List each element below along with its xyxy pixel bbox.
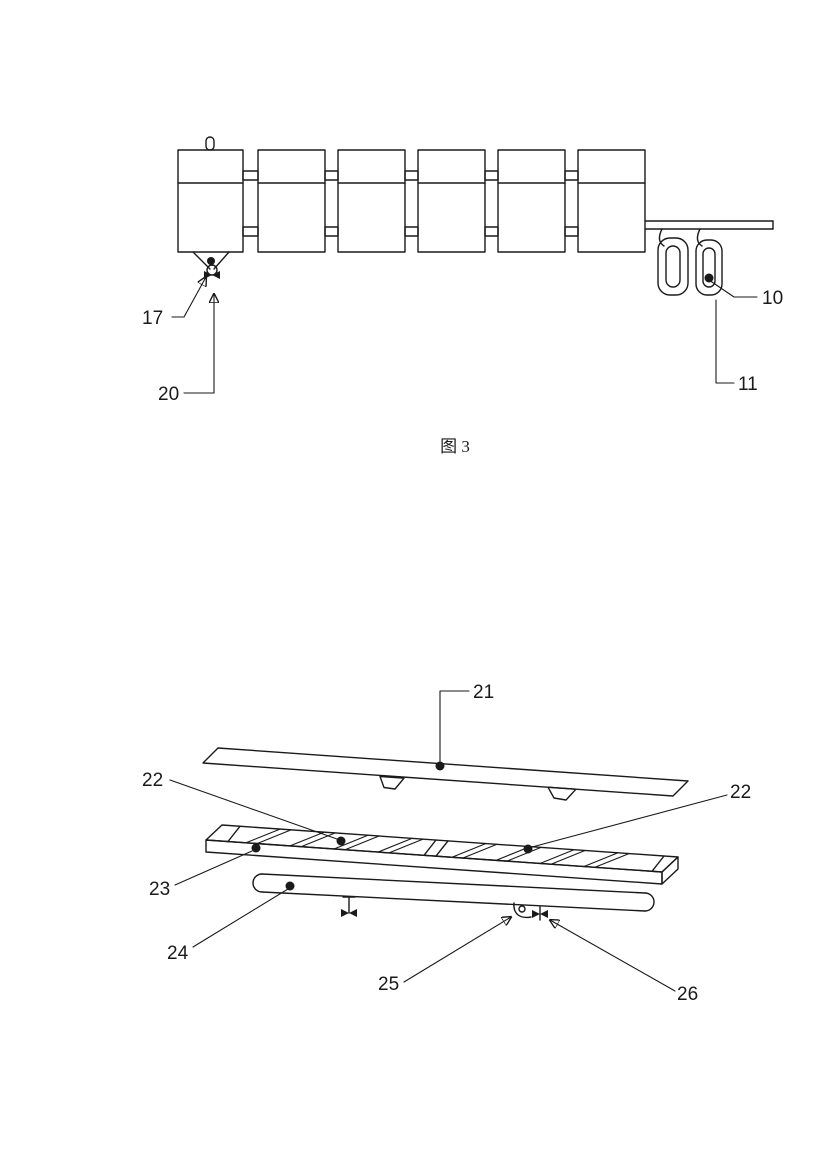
figure3-label-20: 20 (158, 384, 179, 405)
figure4-label-22-left: 22 (142, 770, 163, 791)
figure4-label-25: 25 (378, 974, 399, 995)
ref-dot-21 (435, 761, 445, 771)
ref-dot-23 (251, 843, 261, 853)
ref-dot-22-left (336, 836, 346, 846)
figure4-leaders (169, 690, 728, 992)
figure4-label-22-right: 22 (730, 782, 751, 803)
figure4-slatted-frame (205, 824, 679, 885)
figure4-pipe (252, 873, 655, 912)
ref-dot-10 (704, 273, 714, 283)
figure4-valves (341, 896, 548, 921)
figure3-label-10: 10 (762, 288, 783, 309)
top-pin (205, 136, 215, 151)
figure4-top-plate (202, 747, 689, 801)
ref-dot-17 (207, 257, 215, 265)
figure3-label-17: 17 (142, 308, 163, 329)
figure4-label-21: 21 (473, 682, 494, 703)
figure3-outlet-assembly (644, 220, 774, 296)
figure4-label-26: 26 (677, 984, 698, 1005)
figure3-caption: 图 3 (440, 437, 470, 456)
figure4-label-23: 23 (149, 879, 170, 900)
figure3-drawing: 17 20 10 11 图 3 (142, 136, 783, 456)
figure3-leaders (171, 277, 758, 394)
figure4-drawing: 21 22 22 23 24 25 26 (142, 682, 751, 1005)
figure4-label-24: 24 (167, 943, 189, 964)
figure3-connectors (242, 170, 579, 237)
figure3-modules-row (177, 136, 646, 253)
ref-dot-24 (285, 881, 295, 891)
figure3-discharge-funnel (192, 251, 230, 279)
figure3-label-11: 11 (738, 374, 758, 395)
ref-dot-22-right (523, 844, 533, 854)
